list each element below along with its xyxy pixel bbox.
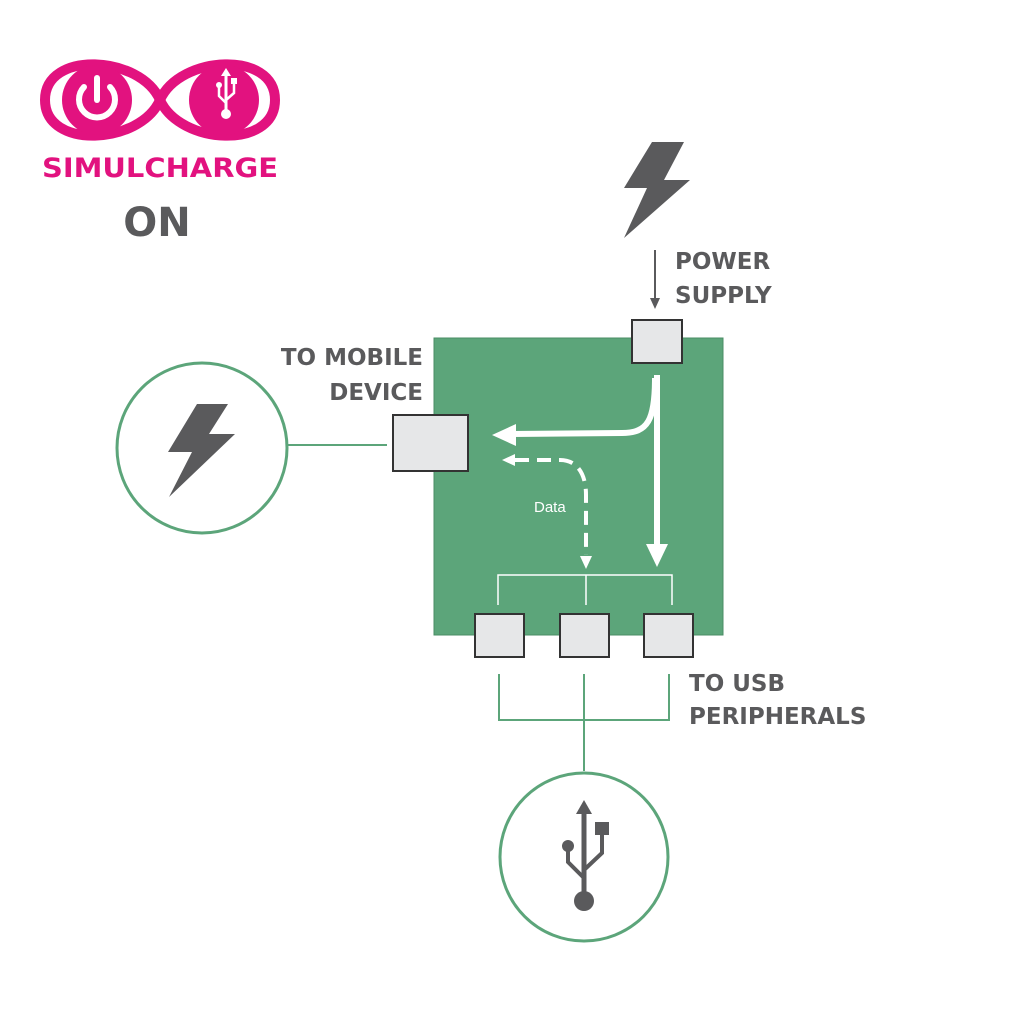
circuit-board	[433, 337, 724, 636]
power-supply-label-line2: SUPPLY	[675, 283, 772, 309]
usb-peripherals-usb-icon	[562, 800, 609, 911]
usb-icon	[216, 68, 237, 119]
brand-name: SIMULCHARGE	[42, 153, 278, 184]
mobile-lightning-bolt-icon	[168, 404, 235, 497]
power-flow-arrows	[492, 375, 668, 567]
power-input-port[interactable]	[631, 319, 683, 364]
simulcharge-logo: SIMULCHARGE ON	[39, 59, 281, 246]
data-flow-arrow	[502, 454, 592, 569]
infinity-outline	[39, 59, 281, 141]
data-label: Data	[534, 499, 566, 516]
power-source-lightning-bolt-icon	[624, 142, 690, 238]
usb-label-line1: TO USB	[689, 671, 785, 697]
simulcharge-state: ON	[123, 200, 190, 246]
power-to-usb-arrowhead	[646, 544, 668, 567]
usb-label-line2: PERIPHERALS	[689, 704, 866, 730]
usb-port-2[interactable]	[559, 613, 610, 658]
power-supply-label-line1: POWER	[675, 249, 770, 275]
usb-connector-lines	[498, 674, 670, 771]
power-icon	[76, 75, 118, 121]
usb-port-1[interactable]	[474, 613, 525, 658]
power-supply-arrow	[650, 250, 660, 309]
internal-usb-bus	[497, 574, 673, 605]
mobile-label-line1: TO MOBILE	[281, 345, 423, 371]
usb-port-3[interactable]	[643, 613, 694, 658]
mobile-device-port[interactable]	[392, 414, 469, 472]
power-to-mobile-arrowhead	[492, 424, 516, 446]
mobile-label-line2: DEVICE	[329, 380, 423, 406]
